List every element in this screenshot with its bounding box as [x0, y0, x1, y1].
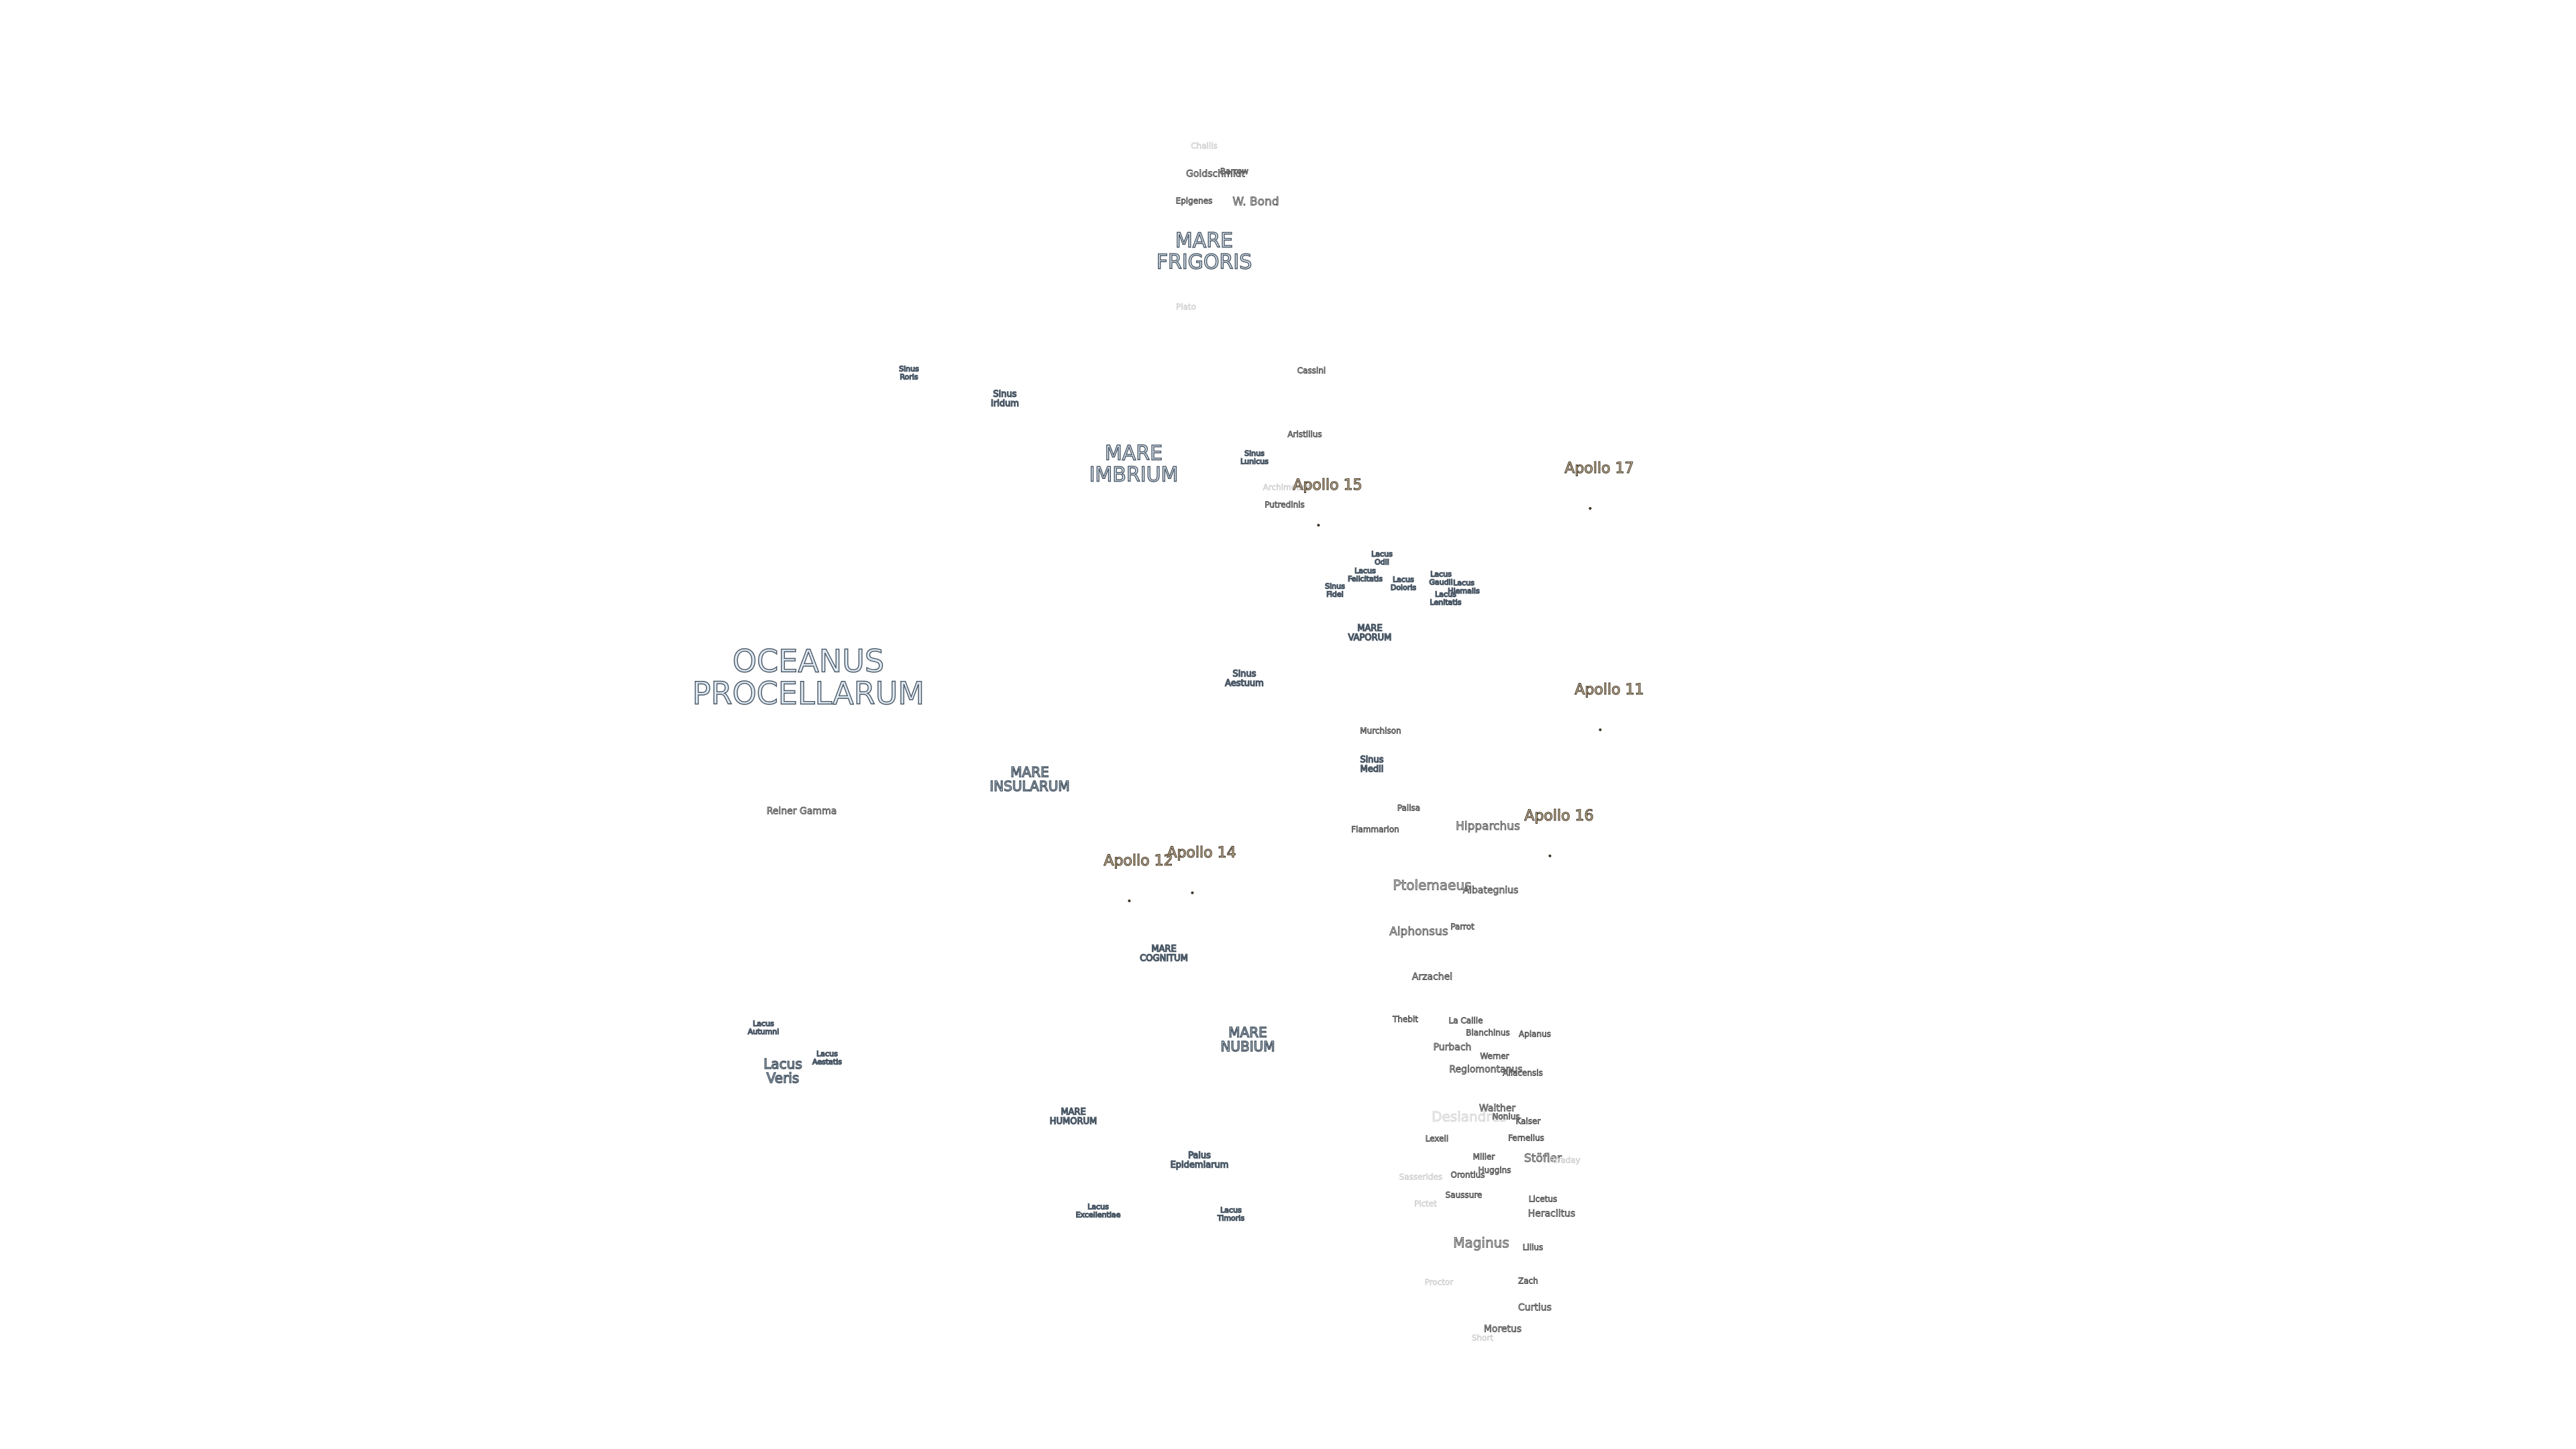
apollo-15-label[interactable]: Apollo 15 — [1274, 462, 1362, 527]
apollo-12-label[interactable]: Apollo 12 — [1085, 838, 1173, 903]
crater-alphonsus-label[interactable]: Alphonsus — [1389, 925, 1448, 939]
mare-frigoris-label[interactable]: MARE FRIGORIS — [1156, 229, 1252, 274]
crater-saussure-label[interactable]: Saussure — [1445, 1190, 1483, 1200]
crater-archimedes-label[interactable]: Archimedes — [1263, 482, 1311, 492]
crater-nonius-label[interactable]: Nonius — [1492, 1112, 1520, 1122]
sinus-fidei-label[interactable]: Sinus Fidei — [1324, 582, 1345, 598]
crater-goldschmidt-label[interactable]: Goldschmidt — [1186, 168, 1246, 180]
apollo-12-text: Apollo 12 — [1104, 852, 1173, 869]
apollo-17-label[interactable]: Apollo 17 — [1546, 445, 1634, 511]
lacus-autumni-label[interactable]: Lacus Autumni — [747, 1019, 780, 1036]
oceanus-procellarum-label[interactable]: OCEANUS PROCELLARUM — [692, 643, 925, 712]
crater-miller-label[interactable]: Miller — [1472, 1152, 1495, 1162]
mare-insularum-label[interactable]: MARE INSULARUM — [989, 764, 1071, 794]
landing-site-marker-icon — [1588, 507, 1591, 511]
crater-flammarion-label[interactable]: Flammarion — [1351, 824, 1399, 835]
crater-huggins-label[interactable]: Huggins — [1478, 1165, 1511, 1175]
crater-la-caille-label[interactable]: La Caille — [1448, 1016, 1483, 1026]
crater-thebit-label[interactable]: Thebit — [1393, 1014, 1419, 1024]
crater-orontius-label[interactable]: Orontius — [1450, 1170, 1485, 1180]
crater-sasserides-label[interactable]: Sasserides — [1399, 1172, 1443, 1182]
crater-short-label[interactable]: Short — [1471, 1333, 1494, 1343]
crater-barrow-label[interactable]: Barrow — [1220, 166, 1249, 176]
mare-cognitum-label[interactable]: MARE COGNITUM — [1139, 944, 1188, 963]
mare-imbrium-label[interactable]: MARE IMBRIUM — [1089, 441, 1179, 486]
crater-aristillus-label[interactable]: Aristillus — [1287, 429, 1322, 439]
crater-purbach-label[interactable]: Purbach — [1433, 1042, 1472, 1053]
crater-plato-label[interactable]: Plato — [1176, 302, 1197, 312]
crater-faraday-label[interactable]: Faraday — [1548, 1155, 1580, 1165]
crater-pictet-label[interactable]: Pictet — [1414, 1199, 1437, 1209]
crater-zach-label[interactable]: Zach — [1518, 1276, 1539, 1286]
lacus-excellentiae-label[interactable]: Lacus Excellentiae — [1075, 1202, 1121, 1219]
apollo-11-text: Apollo 11 — [1574, 681, 1644, 698]
landing-site-marker-icon — [1316, 524, 1320, 527]
apollo-14-label[interactable]: Apollo 14 — [1148, 830, 1236, 895]
mare-nubium-label[interactable]: MARE NUBIUM — [1220, 1024, 1276, 1055]
crater-deslandres-label[interactable]: Deslandres — [1432, 1108, 1507, 1125]
crater-fernelius-label[interactable]: Fernelius — [1508, 1133, 1545, 1143]
lacus-gaudii-label[interactable]: Lacus Gaudii — [1429, 570, 1454, 586]
lacus-doloris-label[interactable]: Lacus Doloris — [1390, 575, 1417, 592]
crater-parrot-label[interactable]: Parrot — [1450, 922, 1474, 932]
palus-epidemiarum-label[interactable]: Palus Epidemiarum — [1170, 1150, 1229, 1170]
sinus-medii-label[interactable]: Sinus Medii — [1360, 755, 1385, 774]
lacus-timoris-label[interactable]: Lacus Timoris — [1217, 1205, 1245, 1222]
apollo-11-label[interactable]: Apollo 11 — [1556, 667, 1644, 732]
crater-apianus-label[interactable]: Apianus — [1519, 1029, 1552, 1039]
crater-w-bond-label[interactable]: W. Bond — [1232, 195, 1279, 209]
lacus-aestatis-label[interactable]: Lacus Aestatis — [812, 1049, 842, 1066]
mare-humorum-label[interactable]: MARE HUMORUM — [1049, 1107, 1097, 1126]
crater-walther-label[interactable]: Walther — [1479, 1103, 1516, 1114]
crater-regiomontanus-label[interactable]: Regiomontanus — [1449, 1064, 1523, 1075]
crater-blanchinus-label[interactable]: Blanchinus — [1466, 1028, 1510, 1038]
crater-albategnius-label[interactable]: Albategnius — [1462, 885, 1519, 896]
sinus-aestuum-label[interactable]: Sinus Aestuum — [1224, 669, 1264, 688]
crater-maginus-label[interactable]: Maginus — [1453, 1234, 1509, 1251]
crater-licetus-label[interactable]: Licetus — [1528, 1194, 1558, 1204]
crater-murchison-label[interactable]: Murchison — [1360, 726, 1401, 736]
sinus-iridum-label[interactable]: Sinus Iridum — [990, 389, 1019, 409]
landing-site-marker-icon — [1548, 855, 1551, 858]
crater-heraclitus-label[interactable]: Heraclitus — [1527, 1208, 1576, 1220]
crater-proctor-label[interactable]: Proctor — [1424, 1277, 1454, 1287]
crater-stofler-label[interactable]: Stöfler — [1523, 1152, 1562, 1166]
landing-site-marker-icon — [1127, 900, 1130, 903]
crater-werner-label[interactable]: Werner — [1480, 1051, 1509, 1061]
sinus-roris-label[interactable]: Sinus Roris — [898, 364, 919, 381]
lacus-veris-label[interactable]: Lacus Veris — [763, 1056, 803, 1086]
crater-arzachel-label[interactable]: Arzachel — [1411, 971, 1453, 983]
crater-aliacensis-label[interactable]: Aliacensis — [1503, 1068, 1544, 1078]
lacus-odii-label[interactable]: Lacus Odii — [1371, 549, 1393, 566]
mare-vaporum-label[interactable]: MARE VAPORUM — [1348, 623, 1392, 643]
apollo-16-text: Apollo 16 — [1524, 807, 1594, 824]
crater-epigenes-label[interactable]: Epigenes — [1175, 196, 1213, 206]
apollo-16-label[interactable]: Apollo 16 — [1505, 793, 1594, 858]
landing-site-marker-icon — [1190, 892, 1193, 895]
palus-putredinis-label[interactable]: Putredinis — [1265, 500, 1305, 510]
crater-palisa-label[interactable]: Palisa — [1397, 803, 1421, 813]
lacus-lenitatis-label[interactable]: Lacus Lenitatis — [1430, 590, 1462, 606]
lacus-hiemalis-label[interactable]: Lacus Hiemalis — [1448, 578, 1481, 595]
crater-cassini-label[interactable]: Cassini — [1297, 366, 1326, 376]
apollo-14-text: Apollo 14 — [1167, 844, 1236, 861]
crater-challis-label[interactable]: Challis — [1191, 141, 1218, 151]
crater-ptolemaeus-label[interactable]: Ptolemaeus — [1393, 877, 1472, 894]
apollo-15-text: Apollo 15 — [1293, 476, 1362, 494]
crater-kaiser-label[interactable]: Kaiser — [1515, 1116, 1541, 1126]
apollo-17-text: Apollo 17 — [1564, 460, 1634, 477]
reiner-gamma-label[interactable]: Reiner Gamma — [766, 806, 837, 817]
crater-curtius-label[interactable]: Curtius — [1518, 1302, 1552, 1313]
crater-hipparchus-label[interactable]: Hipparchus — [1456, 820, 1521, 834]
crater-lexell-label[interactable]: Lexell — [1425, 1134, 1449, 1144]
sinus-lunicus-label[interactable]: Sinus Lunicus — [1240, 449, 1269, 466]
landing-site-marker-icon — [1598, 729, 1601, 732]
lacus-felicitatis-label[interactable]: Lacus Felicitatis — [1347, 566, 1383, 583]
crater-moretus-label[interactable]: Moretus — [1483, 1324, 1522, 1335]
crater-lilius-label[interactable]: Lilius — [1522, 1242, 1544, 1252]
